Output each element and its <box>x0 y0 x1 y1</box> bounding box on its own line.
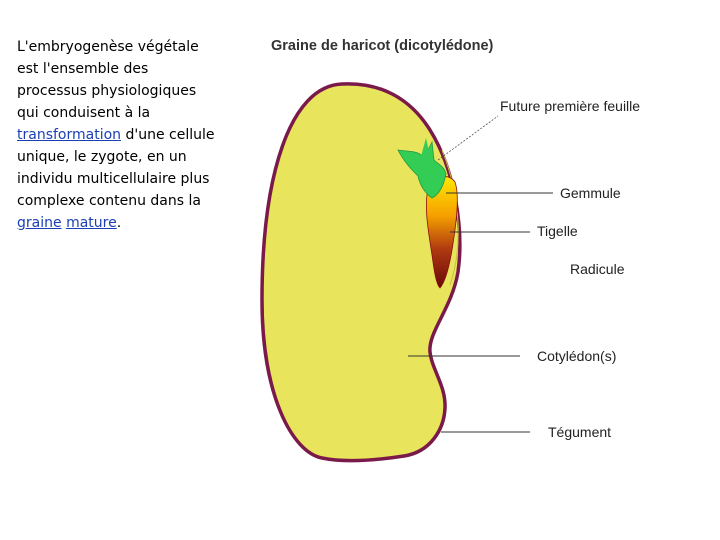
cotyledon-outline <box>441 149 459 286</box>
link-mature[interactable]: mature <box>66 215 117 231</box>
text-vegetale: végétale <box>137 39 199 55</box>
text-body-1: est l'ensemble des processus physiologiq… <box>17 61 197 121</box>
link-graine[interactable]: graine <box>17 215 62 231</box>
label-future-leaf: Future première feuille <box>500 98 640 114</box>
line-future-leaf <box>437 115 499 161</box>
text-body-2: d'une cellule unique, le zygote, en un i… <box>17 127 215 209</box>
text-embryogenese: L'embryogenèse <box>17 39 138 55</box>
label-tigelle: Tigelle <box>537 223 578 239</box>
label-radicule: Radicule <box>570 261 625 277</box>
text-period: . <box>116 215 122 231</box>
embryo-axis <box>425 176 458 289</box>
seed-coat <box>260 82 462 463</box>
label-gemmule: Gemmule <box>560 185 621 201</box>
leaf-tip <box>420 138 430 160</box>
label-tegument: Tégument <box>548 424 611 440</box>
link-transformation[interactable]: transformation <box>17 127 122 143</box>
diagram-title: Graine de haricot (dicotylédone) <box>271 38 494 54</box>
intro-paragraph: L'embryogenèse végétale est l'ensemble d… <box>17 36 217 234</box>
label-cotyledon: Cotylédon(s) <box>537 348 616 364</box>
